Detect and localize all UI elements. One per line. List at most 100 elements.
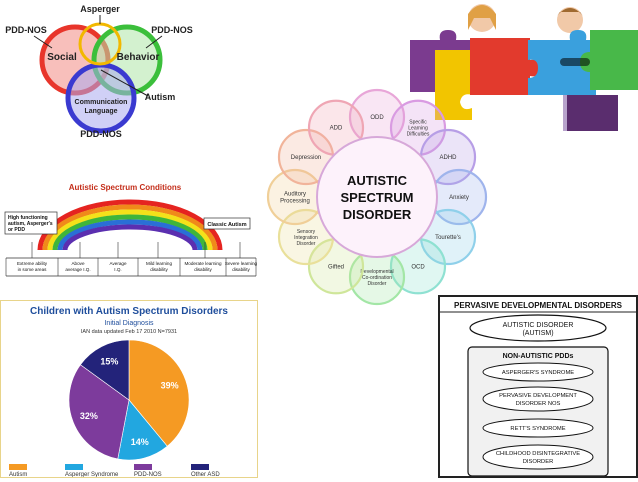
wheel-node-label: Anxiety: [449, 195, 469, 201]
rainbow-left-box-line2: autism, Asperger's: [8, 221, 53, 227]
legend-label: Other ASD: [191, 472, 220, 477]
rainbow-arcs: [37, 199, 223, 251]
pdd-autistic-line1: AUTISTIC DISORDER: [503, 322, 574, 329]
pdd-non-title: NON-AUTISTIC PDDs: [503, 353, 574, 360]
rainbow-scale-label: Mild learning: [146, 261, 172, 266]
wheel-node-label: Processing: [280, 199, 310, 205]
pdd-item-label: RETT'S SYNDROME: [510, 426, 565, 432]
venn-label-pddnos-bottom: PDD-NOS: [80, 129, 122, 139]
venn-label-language: Language: [84, 108, 117, 115]
legend-swatch: [9, 464, 27, 470]
venn-label-pddnos-left: PDD-NOS: [5, 25, 47, 35]
pie-slice-autism: [128, 339, 190, 447]
purple-accent-block: [563, 95, 618, 131]
pie-slice-asperger-syndrome: [117, 399, 168, 461]
pie-note: IAN data updated Feb 17 2010 N=7931: [81, 329, 177, 335]
pdd-item-ellipse: [482, 444, 594, 470]
wheel-node-label: Auditory: [284, 192, 306, 198]
legend-swatch: [65, 464, 83, 470]
rainbow-right-box: [203, 217, 251, 230]
rainbow-title: Autistic Spectrum Conditions: [69, 183, 182, 192]
pdd-hierarchy-panel: PERVASIVE DEVELOPMENTAL DISORDERS AUTIST…: [438, 295, 638, 478]
wheel-node-label: Specific: [409, 120, 427, 126]
rainbow-scale-label: disability: [150, 267, 168, 272]
wheel-node-label: OCD: [411, 264, 425, 270]
pie-subtitle: Initial Diagnosis: [104, 320, 154, 327]
wheel-node-label: Difficulties: [407, 132, 430, 138]
pdd-item-ellipse: [482, 386, 594, 412]
wheel-node-label: ADHD: [440, 155, 458, 161]
venn-label-autism: Autism: [145, 92, 176, 102]
rainbow-scale-label: average I.Q.: [65, 267, 90, 272]
pdd-title: PERVASIVE DEVELOPMENTAL DISORDERS: [454, 301, 623, 310]
rainbow-scale-label: Extreme ability: [17, 261, 48, 266]
pdd-item-label: CHILDHOOD DISINTEGRATIVE: [496, 451, 580, 457]
rainbow-left-box-line1: High functioning: [8, 215, 48, 221]
pie-title: Children with Autism Spectrum Disorders: [30, 306, 228, 317]
pdd-item-label: PERVASIVE DEVELOPMENT: [499, 393, 577, 399]
wheel-node-label: Disorder: [297, 241, 316, 247]
wheel-center-line1: AUTISTIC: [347, 173, 408, 188]
wheel-node-label: Sensory: [297, 229, 316, 235]
rainbow-scale-label: Average: [109, 261, 126, 266]
rainbow-left-box-line3: or PDD: [8, 227, 25, 233]
pie-slice-pdd-nos: [68, 364, 130, 460]
rainbow-spectrum-diagram: Autistic Spectrum Conditions High functi…: [4, 183, 258, 277]
legend-label: Asperger Syndrome: [65, 472, 119, 477]
rainbow-scale-label: Severe learning: [225, 261, 258, 266]
puzzle-piece-red: [470, 38, 540, 95]
rainbow-scale-label: in some areas: [18, 267, 48, 272]
puzzle-children-image: [410, 0, 638, 135]
legend-label: Autism: [9, 472, 27, 477]
rainbow-right-box-text: Classic Autism: [207, 222, 246, 228]
pdd-item-ellipse: [482, 418, 594, 438]
wheel-node-label: Learning: [408, 126, 428, 132]
rainbow-left-box: [4, 211, 58, 235]
pdd-item-ellipse: [482, 362, 594, 382]
pie-data-label: 15%: [100, 357, 118, 367]
pie-data-label: 39%: [161, 380, 179, 390]
wheel-node-label: Tourette's: [435, 235, 461, 241]
pdd-item-label: ASPERGER'S SYNDROME: [502, 370, 574, 376]
wheel-center-line3: DISORDER: [343, 207, 412, 222]
wheel-node-label: Developmental: [360, 269, 393, 275]
venn-label-social: Social: [47, 52, 77, 63]
pdd-item-label: DISORDER NOS: [516, 401, 561, 407]
pie-slice-other-asd: [80, 339, 130, 401]
wheel-node-label: Co-ordination: [362, 275, 392, 281]
venn-label-behavior: Behavior: [117, 52, 160, 63]
rainbow-scale-label: disability: [232, 267, 250, 272]
venn-label-communication: Communication: [75, 99, 128, 106]
pie-chart: Children with Autism Spectrum Disorders …: [9, 306, 228, 478]
venn-label-pddnos-right: PDD-NOS: [151, 25, 193, 35]
pdd-autistic-line2: (AUTISM): [522, 330, 553, 337]
puzzle-piece-green: [580, 30, 638, 90]
rainbow-scale-label: Above: [71, 261, 84, 266]
child-boy-head: [557, 7, 583, 33]
legend-label: PDD-NOS: [134, 472, 162, 477]
wheel-center-circle: [316, 136, 438, 258]
rainbow-scale-label: I.Q.: [114, 267, 121, 272]
puzzle-piece-yellow: [435, 50, 472, 120]
pdd-hierarchy-diagram: PERVASIVE DEVELOPMENTAL DISORDERS AUTIST…: [440, 301, 636, 477]
pdd-item-label: DISORDER: [523, 459, 554, 465]
wheel-node-label: ADD: [330, 126, 343, 132]
pie-data-label: 32%: [80, 411, 98, 421]
wheel-node-label: Integration: [294, 235, 318, 241]
venn-label-asperger: Asperger: [80, 4, 120, 14]
venn-circle-communication: [65, 62, 137, 134]
pie-chart-panel: Children with Autism Spectrum Disorders …: [0, 300, 258, 478]
pie-data-label: 14%: [131, 437, 149, 447]
wheel-node-label: Disorder: [368, 281, 387, 287]
wheel-node-label: Depression: [291, 155, 321, 161]
pdd-autistic-ellipse: [469, 314, 607, 342]
rainbow-scale-label: disability: [194, 267, 212, 272]
legend-swatch: [134, 464, 152, 470]
legend-swatch: [191, 464, 209, 470]
wheel-center-line2: SPECTRUM: [341, 190, 414, 205]
wheel-node-label: Gifted: [328, 264, 344, 270]
venn-diagram: Social Behavior Communication Language A…: [5, 4, 193, 139]
wheel-node-label: ODD: [370, 115, 384, 121]
